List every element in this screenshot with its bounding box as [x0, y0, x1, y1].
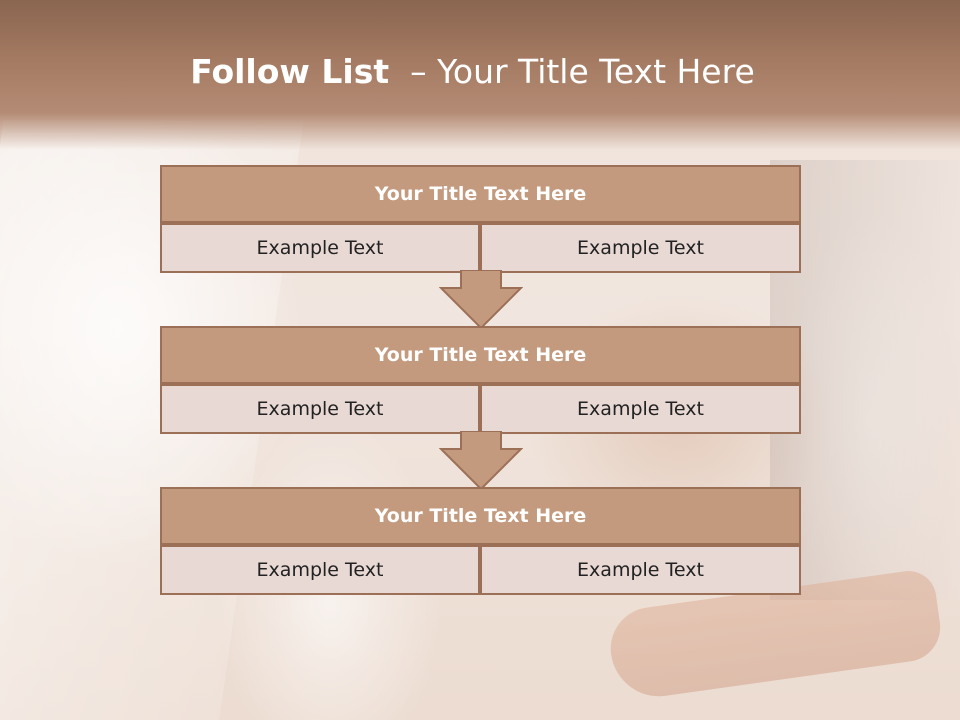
list-block-2: Your Title Text Here Example Text Exampl…: [160, 326, 801, 434]
list-block-1: Your Title Text Here Example Text Exampl…: [160, 165, 801, 273]
block-title: Your Title Text Here: [160, 165, 801, 223]
block-title: Your Title Text Here: [160, 487, 801, 545]
block-cell-left: Example Text: [160, 384, 480, 434]
block-cell-right: Example Text: [480, 384, 801, 434]
background-window: [770, 160, 960, 600]
page-title-bold: Follow List: [190, 52, 390, 91]
page-title-rest: – Your Title Text Here: [410, 52, 755, 91]
page-title: Follow List – Your Title Text Here: [0, 52, 945, 91]
block-cell-left: Example Text: [160, 545, 480, 595]
block-cell-right: Example Text: [480, 223, 801, 273]
down-arrow-icon: [439, 431, 523, 491]
block-cell-right: Example Text: [480, 545, 801, 595]
title-band: [0, 0, 960, 150]
block-cell-left: Example Text: [160, 223, 480, 273]
block-title: Your Title Text Here: [160, 326, 801, 384]
list-block-3: Your Title Text Here Example Text Exampl…: [160, 487, 801, 595]
down-arrow-icon: [439, 270, 523, 330]
